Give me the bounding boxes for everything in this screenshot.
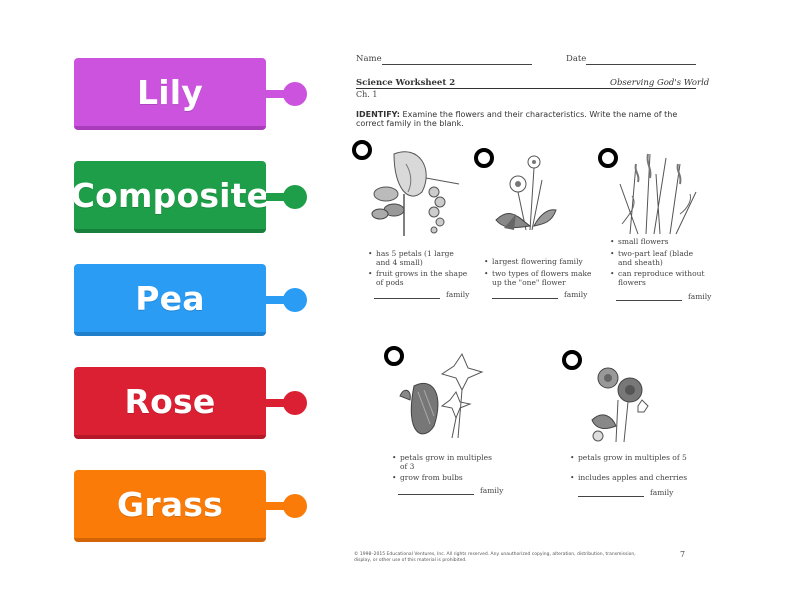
family-word: family: [650, 488, 674, 497]
panel-5-blank: family: [578, 488, 673, 497]
drop-target-5[interactable]: [562, 350, 582, 370]
panel-5-bullet-2: includes apples and cherries: [570, 473, 698, 483]
answer-tile-composite[interactable]: Composite: [70, 161, 270, 233]
panel-4-bullet-2: grow from bulbs: [392, 473, 496, 483]
panel-1-blank: family: [374, 290, 469, 299]
panel-3-bullet-2: two-part leaf (blade and sheath): [610, 249, 698, 267]
answer-tile-lily[interactable]: Lily: [74, 58, 266, 130]
drop-target-1[interactable]: [352, 140, 372, 160]
identify-label: IDENTIFY:: [356, 110, 400, 119]
grass-illustration: [619, 153, 697, 235]
panel-3-blank: family: [616, 292, 711, 301]
answer-line: [578, 496, 644, 497]
tile-connector-dot[interactable]: [283, 288, 307, 312]
panel-2-bullet-1: largest flowering family: [484, 257, 602, 267]
copyright-footer: © 1998–2015 Educational Ventures, Inc. A…: [354, 552, 636, 563]
drop-target-2[interactable]: [474, 148, 494, 168]
date-label: Date: [566, 54, 587, 64]
tile-connector: [266, 296, 288, 304]
answer-tile-grass[interactable]: Grass: [74, 470, 266, 542]
composite-flower-illustration: [495, 155, 557, 231]
panel-1-bullet-2: fruit grows in the shape of pods: [368, 269, 468, 287]
answer-line: [616, 300, 682, 301]
tile-connector: [266, 193, 288, 201]
name-line: [382, 64, 532, 65]
tile-label: Pea: [135, 278, 205, 318]
family-word: family: [446, 290, 470, 299]
answer-tile-pea[interactable]: Pea: [74, 264, 266, 336]
answer-tile-rose[interactable]: Rose: [74, 367, 266, 439]
header-rule: [356, 88, 696, 89]
tile-label: Grass: [117, 484, 223, 524]
lily-illustration: [399, 352, 484, 439]
tile-connector-dot[interactable]: [283, 82, 307, 106]
tile-connector-dot[interactable]: [283, 494, 307, 518]
instructions: IDENTIFY: Examine the flowers and their …: [356, 110, 686, 128]
panel-1-bullet-1: has 5 petals (1 large and 4 small): [368, 249, 468, 267]
family-word: family: [480, 486, 504, 495]
tile-connector: [266, 90, 288, 98]
panel-2-blank: family: [492, 290, 587, 299]
panel-4-blank: family: [398, 486, 503, 495]
drop-target-3[interactable]: [598, 148, 618, 168]
page-number: 7: [680, 550, 686, 559]
chapter-label: Ch. 1: [356, 90, 378, 99]
tile-connector: [266, 502, 288, 510]
rose-illustration: [591, 367, 649, 443]
name-label: Name: [356, 54, 382, 64]
worksheet-title: Science Worksheet 2: [356, 78, 456, 88]
identify-text: Examine the flowers and their characteri…: [356, 110, 678, 128]
answer-line: [398, 494, 474, 495]
panel-5-bullet-1: petals grow in multiples of 5: [570, 453, 688, 463]
panel-4-bullet-1: petals grow in multiples of 3: [392, 453, 496, 471]
worksheet-subtitle: Observing God's World: [610, 78, 710, 88]
date-line: [586, 64, 696, 65]
tile-connector: [266, 399, 288, 407]
pea-flower-illustration: [371, 151, 460, 236]
panel-2-bullet-2: two types of flowers make up the "one" f…: [484, 269, 602, 287]
panel-3-bullet-1: small flowers: [610, 237, 714, 247]
tile-connector-dot[interactable]: [283, 185, 307, 209]
drop-target-4[interactable]: [384, 346, 404, 366]
tile-connector-dot[interactable]: [283, 391, 307, 415]
family-word: family: [688, 292, 712, 301]
worksheet-image: Name Date Science Worksheet 2 Observing …: [340, 40, 720, 580]
tile-label: Composite: [70, 175, 270, 215]
tile-label: Lily: [137, 72, 203, 112]
panel-3-bullet-3: can reproduce without flowers: [610, 269, 714, 287]
tile-label: Rose: [124, 381, 216, 421]
family-word: family: [564, 290, 588, 299]
answer-line: [492, 298, 558, 299]
answer-line: [374, 298, 440, 299]
